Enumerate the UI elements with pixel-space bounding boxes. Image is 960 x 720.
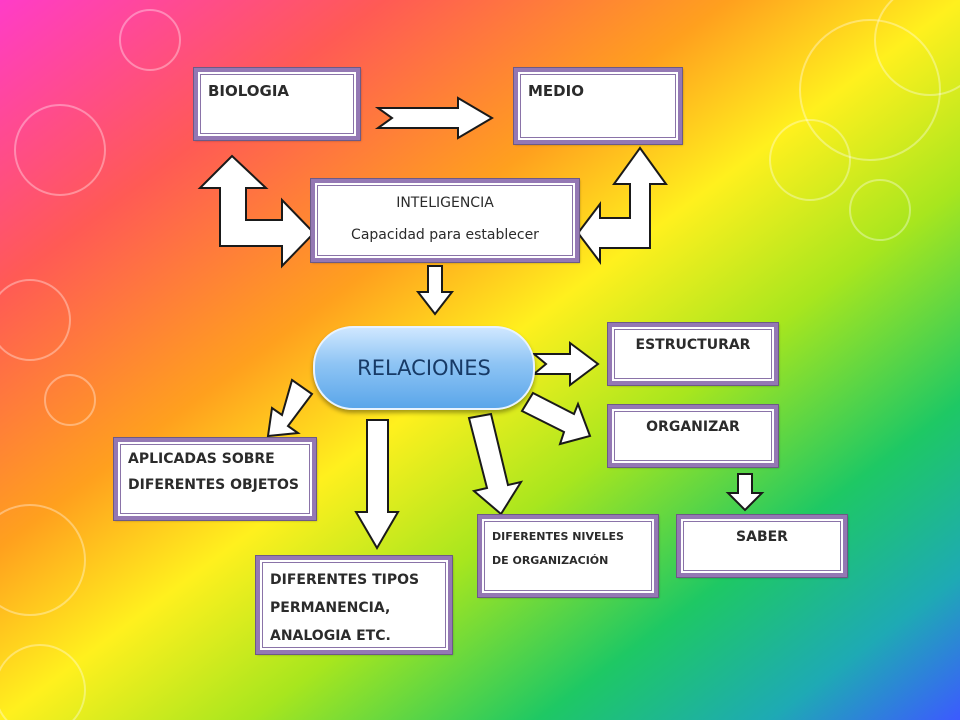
arrow-relaciones-estructurar [531,341,600,387]
arrow-inteligencia-relaciones [415,265,455,316]
node-medio: MEDIO [513,67,683,145]
node-tipos-line1: DIFERENTES TIPOS [270,572,420,588]
node-organizar: ORGANIZAR [607,404,779,468]
node-saber-label: SABER [736,529,788,545]
node-saber: SABER [676,514,848,578]
arrow-relaciones-niveles [467,412,524,516]
arrow-biologia-medio [374,96,494,140]
arrow-inteligencia-medio [576,146,668,265]
node-niveles-line2: DE ORGANIZACIÓN [492,554,609,567]
arrow-relaciones-organizar [520,391,592,446]
arrow-relaciones-tipos [354,419,400,550]
node-niveles-line1: DIFERENTES NIVELES [492,530,624,543]
arrow-biologia-inteligencia [197,154,316,269]
node-relaciones-label: RELACIONES [357,356,491,380]
node-estructurar: ESTRUCTURAR [607,322,779,386]
node-organizar-label: ORGANIZAR [646,419,740,435]
node-relaciones: RELACIONES [313,326,535,410]
node-biologia: BIOLOGIA [193,67,361,141]
node-inteligencia-title: INTELIGENCIA [396,195,494,211]
node-aplicadas-label: APLICADAS SOBRE DIFERENTES OBJETOS [128,451,299,493]
arrow-organizar-saber [725,473,765,512]
arrow-relaciones-aplicadas [266,378,314,438]
node-aplicadas: APLICADAS SOBRE DIFERENTES OBJETOS [113,437,317,521]
node-diferentes-niveles: DIFERENTES NIVELES DE ORGANIZACIÓN [477,514,659,598]
node-inteligencia-subtitle: Capacidad para establecer [351,227,539,243]
node-inteligencia: INTELIGENCIA Capacidad para establecer [310,178,580,263]
node-biologia-label: BIOLOGIA [208,82,290,100]
node-tipos-line3: ANALOGIA ETC. [270,628,391,644]
node-estructurar-label: ESTRUCTURAR [635,337,751,353]
node-diferentes-tipos: DIFERENTES TIPOS PERMANENCIA, ANALOGIA E… [255,555,453,655]
node-medio-label: MEDIO [528,82,584,100]
node-tipos-line2: PERMANENCIA, [270,600,391,616]
